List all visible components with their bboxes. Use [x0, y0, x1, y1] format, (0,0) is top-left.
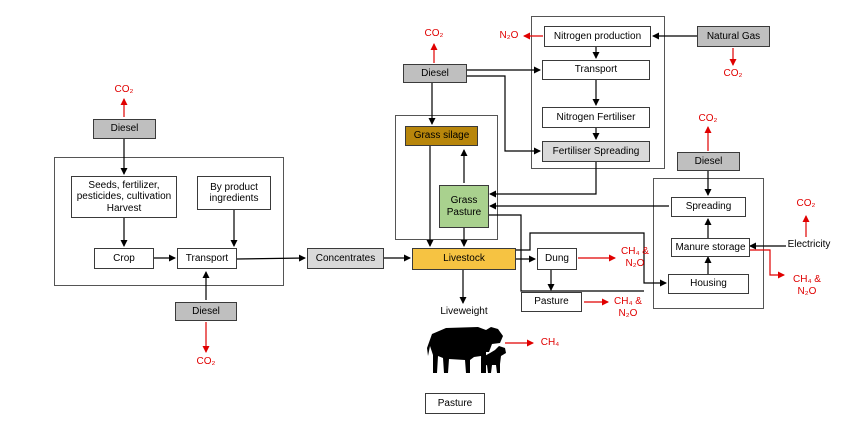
- fertiliser-group: [531, 16, 665, 169]
- pasture-dung-box: Pasture: [521, 292, 582, 312]
- liveweight-label: Liveweight: [440, 306, 488, 317]
- ch4-label-cow: CH₄: [540, 337, 560, 348]
- calf-body: [481, 346, 506, 373]
- transport-left-box: Transport: [177, 248, 237, 269]
- seeds-fertilizer-box: Seeds, fertilizer, pesticides, cultivati…: [71, 176, 177, 218]
- grass-pasture-box: Grass Pasture: [439, 185, 489, 228]
- co2-label-diesel-right: CO₂: [698, 113, 718, 124]
- livestock-box: Livestock: [412, 248, 516, 270]
- nitrogen-production-box: Nitrogen production: [544, 26, 651, 47]
- arrow-pasture-loop: [489, 214, 644, 292]
- emission-label-manure: CH₄ & N₂O: [793, 274, 821, 297]
- spreading-box: Spreading: [671, 197, 746, 217]
- co2-label-diesel-left: CO₂: [114, 84, 134, 95]
- transport-top-box: Transport: [542, 60, 650, 80]
- co2-label-natural-gas: CO₂: [723, 68, 743, 79]
- by-product-box: By product ingredients: [197, 176, 271, 210]
- emission-label-pasture: CH₄ & N₂O: [614, 296, 642, 319]
- fertiliser-spreading-box: Fertiliser Spreading: [542, 141, 650, 162]
- nitrogen-fertiliser-box: Nitrogen Fertiliser: [542, 107, 650, 128]
- pasture-bottom-box: Pasture: [425, 393, 485, 414]
- manure-storage-box: Manure storage: [671, 238, 750, 257]
- emission-label-dung: CH₄ & N₂O: [621, 246, 649, 269]
- arrow-transport-to-concentrates: [236, 254, 306, 262]
- diesel-right-box: Diesel: [677, 152, 740, 171]
- diesel-bottom-box: Diesel: [175, 302, 237, 321]
- co2-label-diesel-mid: CO₂: [424, 28, 444, 39]
- natural-gas-box: Natural Gas: [697, 26, 770, 47]
- dung-box: Dung: [537, 248, 577, 270]
- electricity-label: Electricity: [787, 239, 831, 250]
- arrow-diesel-to-fertiliser-spreading: [467, 75, 541, 155]
- housing-box: Housing: [668, 274, 749, 294]
- grass-silage-box: Grass silage: [405, 126, 478, 146]
- arrow-livestock-to-housing: [516, 232, 667, 287]
- arrow-spreading-to-pasture: [489, 162, 597, 198]
- co2-label-electricity: CO₂: [796, 198, 816, 209]
- diesel-mid-box: Diesel: [403, 64, 467, 83]
- crop-production-group: [54, 157, 284, 286]
- crop-box: Crop: [94, 248, 154, 269]
- emission-manure-storage: [750, 249, 785, 279]
- diesel-left-box: Diesel: [93, 119, 156, 139]
- concentrates-box: Concentrates: [307, 248, 384, 269]
- forage-group: [395, 115, 498, 240]
- co2-label-diesel-bottom: CO₂: [196, 356, 216, 367]
- n2o-label-nitrogen: N₂O: [499, 30, 519, 41]
